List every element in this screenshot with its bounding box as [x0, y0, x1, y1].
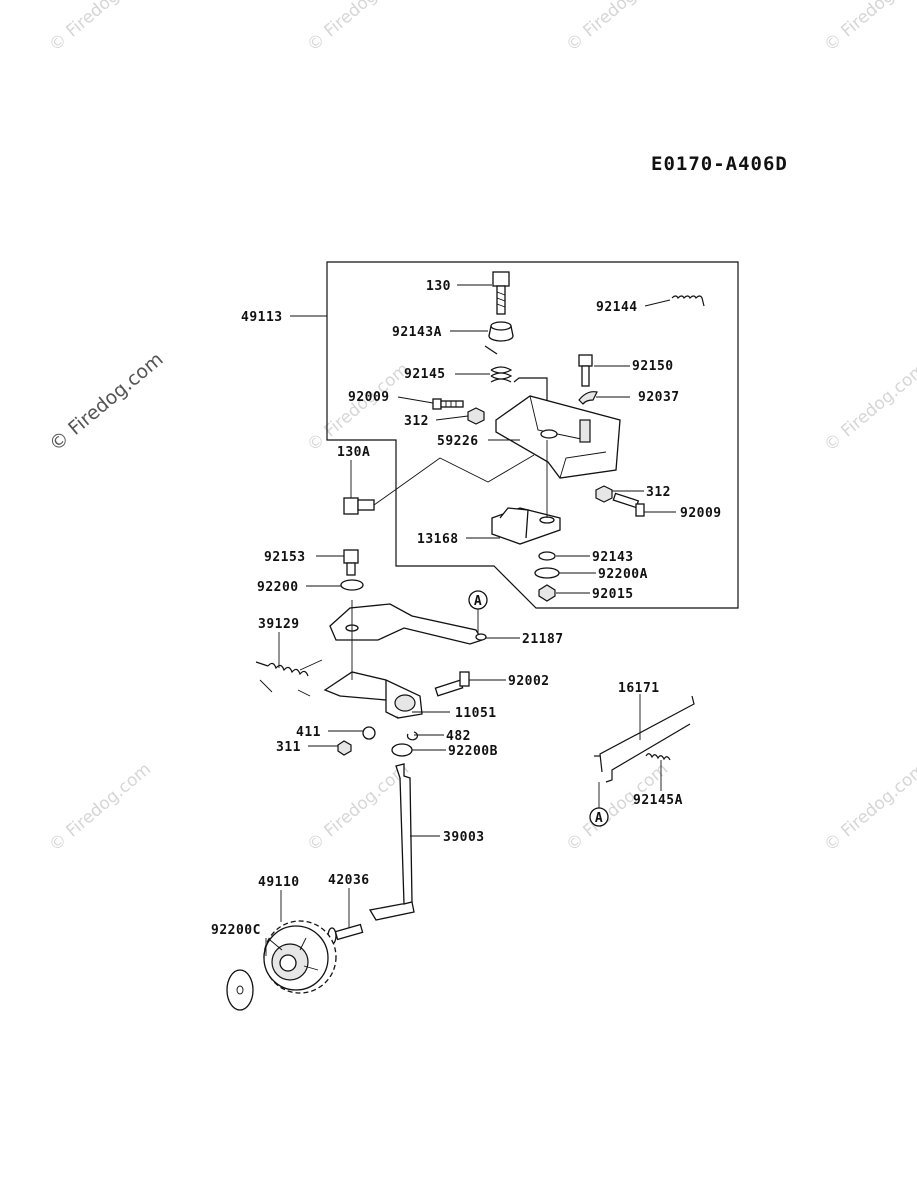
label-312-lower: 312 [646, 485, 671, 500]
part-39129-spring [255, 659, 323, 697]
label-92143: 92143 [592, 550, 634, 565]
part-482-clip [406, 731, 419, 741]
part-92145A-spring [645, 753, 671, 761]
label-21187: 21187 [522, 632, 564, 647]
watermark: © Firedog.com [562, 0, 672, 56]
label-92143A: 92143A [392, 325, 442, 340]
part-92143-washer [538, 551, 556, 561]
part-92009-screw-left [432, 398, 464, 410]
watermark-main: © Firedog.com [45, 348, 167, 456]
label-39129: 39129 [258, 617, 300, 632]
part-11051-bracket [323, 600, 423, 719]
label-92150: 92150 [632, 359, 674, 374]
label-49110: 49110 [258, 875, 300, 890]
label-49113: 49113 [241, 310, 283, 325]
part-42036-pin [327, 923, 364, 945]
watermark-layer: © Firedog.com © Firedog.com © Firedog.co… [45, 0, 917, 856]
part-92145-spring [484, 345, 548, 410]
label-92153: 92153 [264, 550, 306, 565]
label-92009-lower: 92009 [680, 506, 722, 521]
watermark: © Firedog.com [303, 0, 413, 56]
watermark: © Firedog.com [303, 759, 413, 856]
label-11051: 11051 [455, 706, 497, 721]
part-21187-lever [329, 603, 487, 645]
ref-marker-letter: A [474, 594, 482, 609]
part-92200C-washer [226, 969, 254, 1011]
label-92002: 92002 [508, 674, 550, 689]
label-16171: 16171 [618, 681, 660, 696]
assembly-box-49113 [326, 261, 739, 609]
label-92037: 92037 [638, 390, 680, 405]
label-13168: 13168 [417, 532, 459, 547]
leader-lines [265, 284, 676, 956]
part-92143A-collar [488, 321, 514, 342]
part-59226-bracket [495, 395, 621, 479]
watermark: © Firedog.com [303, 359, 413, 456]
label-311: 311 [276, 740, 301, 755]
part-92015-nut [538, 584, 556, 602]
part-49110-gear [263, 920, 337, 994]
part-92150-bolt [578, 354, 593, 387]
part-92200B-washer [391, 743, 413, 757]
label-39003: 39003 [443, 830, 485, 845]
ref-marker-upper: A [468, 590, 488, 634]
label-411: 411 [296, 725, 321, 740]
part-92200A-washer [534, 567, 560, 579]
part-311-nut [337, 740, 352, 756]
part-39003-shaft [368, 763, 415, 921]
part-92153-bolt [343, 549, 359, 576]
label-92015: 92015 [592, 587, 634, 602]
watermark: © Firedog.com [820, 759, 917, 856]
label-42036: 42036 [328, 873, 370, 888]
watermark: © Firedog.com [45, 759, 155, 856]
part-labels: 130 92144 49113 92143A 92150 92145 92009… [211, 279, 722, 938]
part-130A-bolt [343, 454, 535, 515]
watermark: © Firedog.com [45, 0, 155, 56]
label-92144: 92144 [596, 300, 638, 315]
part-92144-spring [671, 295, 705, 307]
label-92200: 92200 [257, 580, 299, 595]
watermark: © Firedog.com [820, 0, 917, 56]
label-92145A: 92145A [633, 793, 683, 808]
watermark: © Firedog.com [820, 359, 917, 456]
label-59226: 59226 [437, 434, 479, 449]
part-92200-washer [340, 579, 364, 591]
part-312-nut-upper [467, 407, 485, 425]
label-130A: 130A [337, 445, 370, 460]
part-92009-screw-right [612, 492, 645, 517]
label-92200A: 92200A [598, 567, 648, 582]
part-16171-rod [594, 695, 695, 783]
label-92200B: 92200B [448, 744, 498, 759]
diagram-code: E0170-A406D [651, 153, 788, 175]
part-130-bolt [492, 271, 510, 315]
part-92037-clip [578, 391, 598, 405]
ref-marker-lower: A [589, 782, 609, 827]
ref-marker-letter: A [595, 811, 603, 826]
label-92200C: 92200C [211, 923, 261, 938]
part-312-nut-lower [595, 485, 613, 503]
label-92009-upper: 92009 [348, 390, 390, 405]
part-92002-screw [434, 671, 470, 697]
label-92145: 92145 [404, 367, 446, 382]
label-482: 482 [446, 729, 471, 744]
part-411-washer [362, 726, 376, 740]
part-13168-plate [491, 507, 561, 545]
label-312-upper: 312 [404, 414, 429, 429]
label-130: 130 [426, 279, 451, 294]
